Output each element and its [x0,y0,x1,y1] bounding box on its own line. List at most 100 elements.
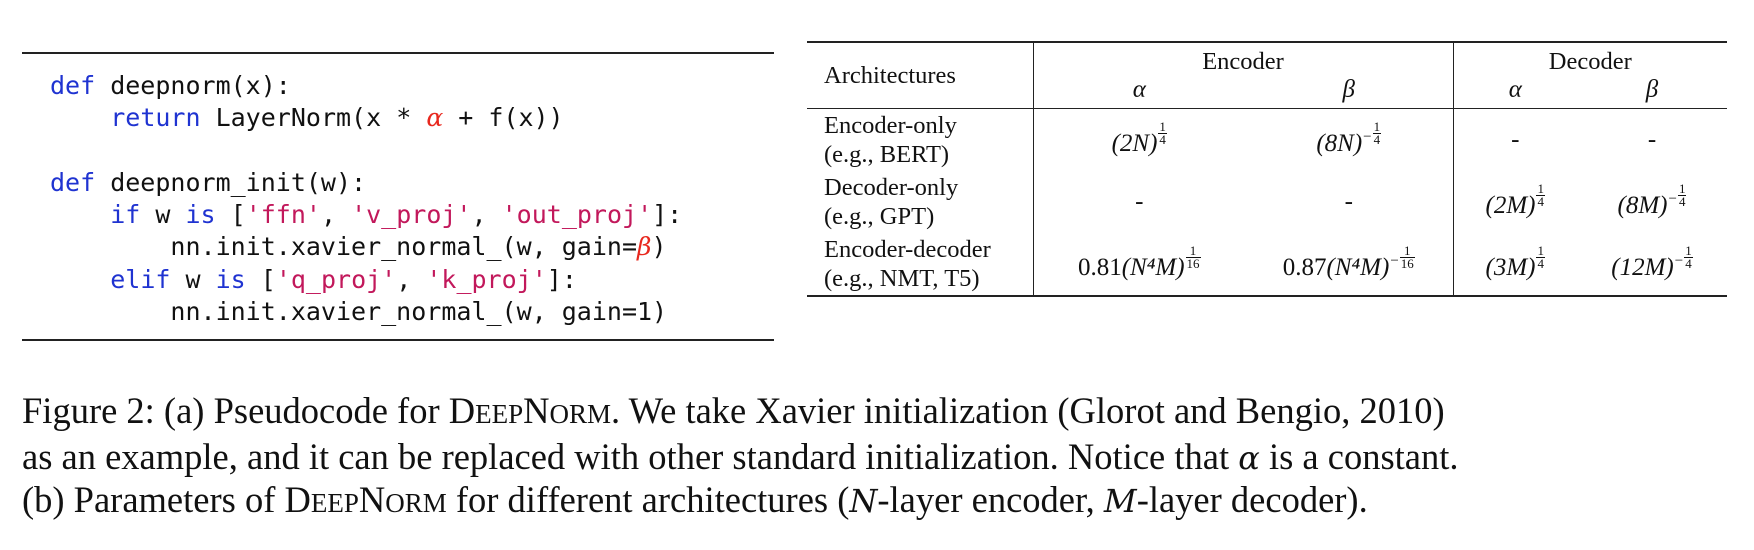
encoder-header: Encoder [1033,42,1454,76]
code-text: [ [215,200,246,230]
fraction-numerator: 1 [1372,119,1382,135]
param-exponent-sign: − [1674,253,1684,270]
architecture-cell: Encoder-decoder(e.g., NMT, T5) [807,233,1034,296]
deepnorm-d: D [284,479,311,520]
architectures-header: Architectures [807,42,1034,109]
caption-line-1: Figure 2: (a) Pseudocode for DEEPNORM. W… [22,390,1737,436]
code-text: + f(x)) [443,103,564,133]
fraction-denominator: 16 [1400,256,1414,272]
param-base: (2M) [1485,192,1536,220]
code-string: 'v_proj' [351,200,472,230]
encoder-alpha-header: α [1033,76,1245,109]
table-row: Encoder-decoder(e.g., NMT, T5)0.81(N⁴M)1… [807,233,1727,296]
encoder-beta-header: β [1245,76,1454,109]
code-text [50,200,110,229]
code-text: nn.init.xavier_normal_(w, gain=1) [50,297,668,327]
code-keyword: def [50,167,96,197]
code-string: 'out_proj' [501,200,653,230]
code-text [50,103,110,132]
code-text: deepnorm_init(w): [95,167,367,197]
architecture-example: (e.g., BERT) [824,141,950,168]
param-base: (N⁴M) [1121,254,1185,282]
deepnorm-d: D [448,390,476,431]
decoder-header: Decoder [1548,48,1632,75]
fraction-numerator: 1 [1684,243,1693,259]
code-text: , [320,200,352,230]
architecture-name: Decoder-only [824,174,959,201]
caption-text: . We take Xavier initialization (Glorot … [611,390,1445,431]
code-string: 'q_proj' [275,264,397,294]
param-base: (3M) [1485,254,1536,282]
caption-text: (b) Parameters of [22,479,285,520]
architecture-name: Encoder-decoder [824,236,991,263]
code-text: , [471,200,502,230]
fraction-numerator: 1 [1158,119,1167,135]
param-base: (12M) [1611,254,1674,282]
fraction-numerator: 1 [1399,244,1415,259]
fraction-numerator: 1 [1185,244,1201,259]
fraction-denominator: 4 [1678,194,1686,210]
param-exponent-sign: − [1390,253,1399,270]
code-text: w [170,264,216,294]
architecture-cell: Encoder-only(e.g., BERT) [807,108,1034,171]
param-base: (8N) [1316,130,1363,158]
fraction-denominator: 4 [1537,194,1544,210]
fraction-numerator: 1 [1536,243,1545,259]
deepnorm-smallcaps: DEEPNORM [449,390,611,431]
deepnorm-n: N [523,390,550,431]
param-enc-beta: - [1245,171,1454,233]
deepnorm-smallcaps: DEEPNORM [285,479,447,520]
code-line: def deepnorm(x): [50,70,682,102]
caption-text: for different architectures ( [446,479,850,520]
code-text: ) [651,232,667,262]
code-text: deepnorm(x): [95,71,291,100]
code-text: ]: [546,264,577,294]
caption-text: -layer encoder, [877,479,1104,520]
code-line: if w is ['ffn', 'v_proj', 'out_proj']: [50,199,682,231]
deepnorm-orm: ORM [549,399,611,429]
fraction-denominator: 4 [1685,256,1692,272]
figure-caption: Figure 2: (a) Pseudocode for DEEPNORM. W… [22,390,1737,525]
parameter-table: Architectures Encoder Decoder α β α β En… [807,41,1728,297]
param-exponent-sign: − [1363,129,1372,146]
pseudocode-panel: def deepnorm(x): return LayerNorm(x * α … [22,52,774,341]
code-line: return LayerNorm(x * α + f(x)) [50,102,682,134]
code-text: w [140,200,186,230]
decoder-alpha-header: α [1453,76,1577,109]
architecture-cell: Decoder-only(e.g., GPT) [807,171,1034,233]
code-text: nn.init.xavier_normal_(w, gain= [50,232,637,262]
caption-text: Figure 2: (a) Pseudocode for [22,390,449,431]
code-line: elif w is ['q_proj', 'k_proj']: [50,264,682,296]
caption-line-2: as an example, and it can be replaced wi… [22,436,1737,480]
fraction-denominator: 4 [1159,132,1166,148]
code-keyword: elif [110,264,171,294]
caption-line-3: (b) Parameters of DEEPNORM for different… [22,479,1737,525]
param-dec-alpha: - [1511,126,1520,153]
caption-n-symbol: N [849,482,878,520]
code-line [50,135,682,167]
fraction-denominator: 4 [1537,256,1544,272]
param-dec-beta: - [1647,126,1657,153]
decoder-beta-header: β [1577,76,1728,109]
param-exponent-sign: − [1668,191,1677,208]
code-greek-symbol: α [426,103,444,133]
architecture-example: (e.g., NMT, T5) [824,265,980,292]
caption-text: as an example, and it can be replaced wi… [22,435,1239,477]
code-text: LayerNorm(x * [200,103,427,133]
code-keyword: def [50,71,96,100]
code-keyword: is [215,264,246,294]
code-text: , [396,264,427,294]
